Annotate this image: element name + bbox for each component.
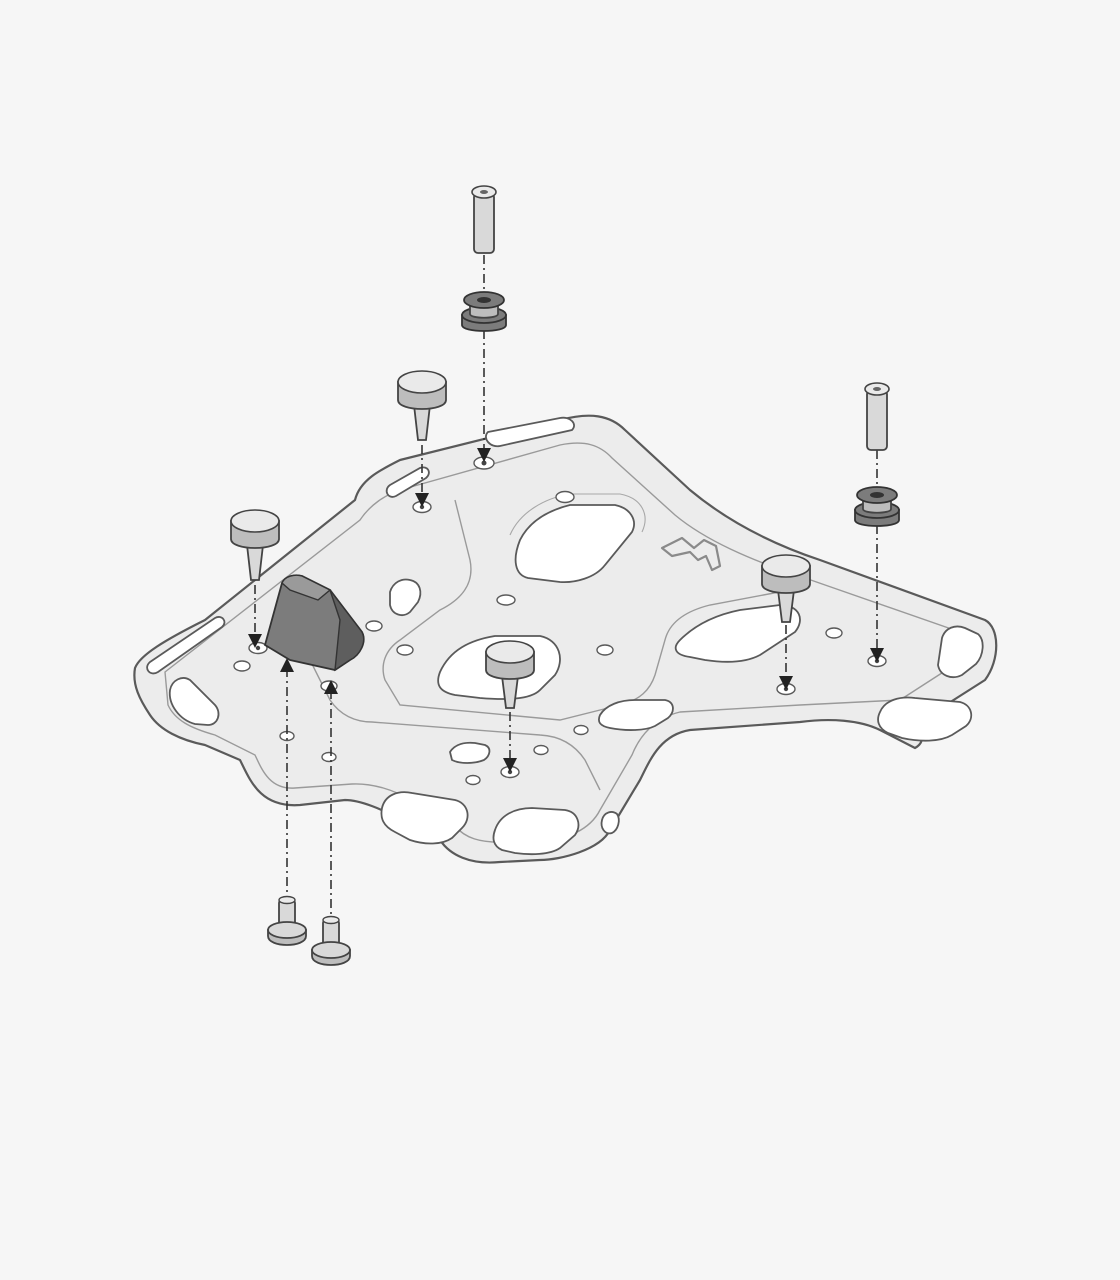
short-screw-icon bbox=[267, 895, 307, 946]
arrowheads bbox=[248, 448, 884, 772]
slot-rear-top bbox=[485, 416, 575, 448]
plate-outline bbox=[133, 414, 998, 864]
long-bolt-icon bbox=[864, 382, 890, 451]
spacer-bushing-icon bbox=[854, 486, 900, 527]
cutout-center-top bbox=[514, 504, 635, 583]
slot-front-2 bbox=[492, 807, 580, 856]
cutout-right bbox=[674, 604, 801, 663]
rubber-wedge-icon bbox=[263, 574, 365, 672]
slot-right-1 bbox=[877, 696, 973, 742]
spacer-bushing-icon bbox=[461, 291, 507, 332]
plate-inner-rib bbox=[382, 499, 791, 721]
slot-rear-left bbox=[385, 466, 430, 498]
slot-left-corner bbox=[168, 677, 220, 726]
slot-front-3 bbox=[600, 811, 620, 835]
slot-front-1 bbox=[380, 791, 469, 845]
rack-plate bbox=[133, 414, 998, 864]
slot-left-edge bbox=[146, 616, 226, 675]
locking-knob-icon bbox=[485, 640, 535, 709]
cutout-left-small bbox=[389, 578, 422, 616]
slot-right-2 bbox=[937, 625, 984, 678]
short-screw-icon bbox=[311, 915, 351, 966]
cutout-front-mid bbox=[597, 699, 674, 731]
locking-knob-icon bbox=[230, 509, 280, 581]
brand-logo-icon bbox=[660, 536, 722, 572]
plate-inner-rib bbox=[299, 639, 601, 791]
locking-knob-icon bbox=[397, 370, 447, 441]
long-bolt-icon bbox=[471, 185, 497, 254]
cutout-front-small bbox=[449, 741, 491, 764]
locking-knob-icon bbox=[761, 554, 811, 623]
guide-lines bbox=[254, 255, 878, 920]
